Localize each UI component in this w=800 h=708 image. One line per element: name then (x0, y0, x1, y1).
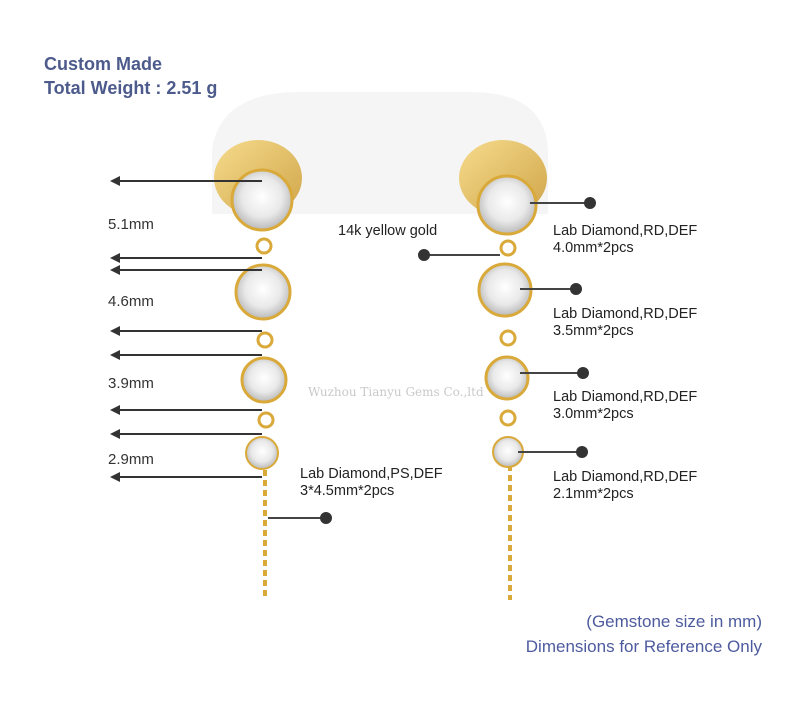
callout-lines (268, 197, 596, 524)
arrowhead-icon (110, 350, 120, 360)
dimension-label: 4.6mm (108, 293, 154, 310)
footer-note-size: (Gemstone size in mm) (586, 612, 762, 631)
watermark: Wuzhou Tianyu Gems Co.,ltd (308, 385, 484, 399)
total-weight: Total Weight : 2.51 g (44, 78, 218, 98)
callout-dot-icon (570, 283, 582, 295)
dimension-label: 5.1mm (108, 216, 154, 233)
left-earring (230, 168, 294, 600)
footer-note-reference: Dimensions for Reference Only (525, 637, 762, 656)
arrowhead-icon (110, 253, 120, 263)
dimension-arrows (110, 176, 262, 482)
metal-label: 14k yellow gold (338, 223, 438, 239)
arrowhead-icon (110, 472, 120, 482)
callout-dot-icon (320, 512, 332, 524)
callout-dot-icon (584, 197, 596, 209)
arrowhead-icon (110, 176, 120, 186)
title: Custom Made (44, 54, 163, 74)
callout-dot-icon (418, 249, 430, 261)
callout-dot-icon (577, 367, 589, 379)
arrowhead-icon (110, 326, 120, 336)
arrowhead-icon (110, 405, 120, 415)
arrowhead-icon (110, 265, 120, 275)
arrowhead-icon (110, 429, 120, 439)
callout-dot-icon (576, 446, 588, 458)
right-earring (476, 174, 538, 600)
dimension-label: 3.9mm (108, 375, 154, 392)
dimension-label: 2.9mm (108, 451, 154, 468)
